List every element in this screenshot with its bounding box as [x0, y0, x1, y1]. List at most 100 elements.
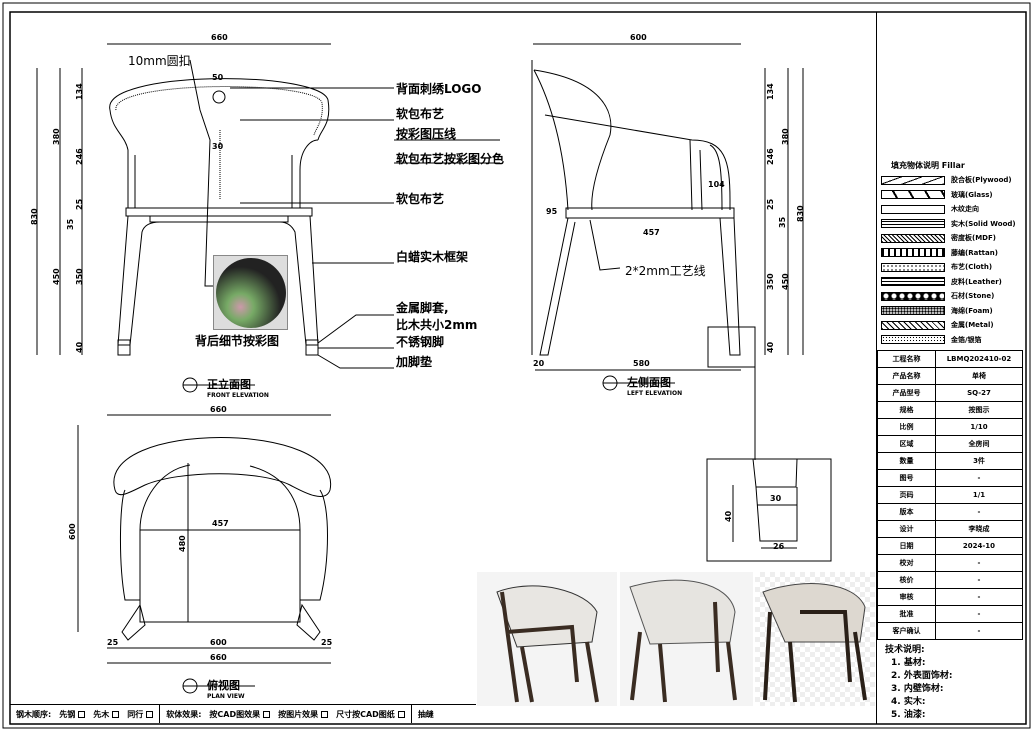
legend-item: 海绵(Foam) — [881, 305, 993, 317]
detail-drawing — [706, 458, 832, 562]
info-row: 版本- — [877, 503, 1023, 521]
tech-notes-title: 技术说明: — [885, 645, 925, 655]
legend-item: 密度板(MDF) — [881, 232, 996, 244]
dim-plan-inner: 457 — [212, 519, 229, 528]
checkbox-icon — [112, 710, 120, 718]
dim-plan-left: 25 — [107, 638, 119, 647]
info-value: - — [935, 605, 1023, 623]
hatch-swatch-icon — [881, 320, 945, 330]
info-key: 产品名称 — [877, 367, 936, 385]
tech-note-item: 3. 内壁饰材: — [891, 684, 944, 694]
dim-seam: 30 — [212, 142, 224, 151]
tech-note-item: 2. 外表面饰材: — [891, 671, 953, 681]
info-row: 图号- — [877, 469, 1023, 487]
dim-front-foot: 40 — [75, 341, 84, 353]
legend-label: 实木(Solid Wood) — [951, 219, 1016, 228]
dim-side-leg: 350 — [766, 273, 775, 290]
annotation-fabric: 软包布艺 — [396, 107, 445, 121]
annotation-fabric-seat: 软包布艺 — [396, 192, 445, 206]
hatch-swatch-icon — [881, 175, 945, 185]
legend-title: 填充物体说明 Fillar — [891, 161, 965, 170]
info-row: 规格按图示 — [877, 401, 1023, 419]
chair-photo-1 — [477, 572, 617, 706]
dim-side-seat-h: 450 — [781, 273, 790, 290]
annotation-frame: 白蜡实木框架 — [396, 250, 469, 264]
dim-detail-bottom: 26 — [773, 542, 785, 551]
info-key: 数量 — [877, 452, 936, 470]
chair-photo-3 — [755, 572, 875, 706]
legend-label: 布艺(Cloth) — [951, 263, 993, 271]
hatch-swatch-icon — [881, 277, 945, 286]
option-steel-first[interactable]: 先钢 — [59, 709, 86, 720]
dim-plan-top-width: 660 — [210, 405, 227, 414]
info-row: 设计李晓成 — [877, 520, 1023, 538]
hatch-swatch-icon — [881, 306, 945, 315]
hatch-swatch-icon — [881, 233, 945, 243]
option-wood-first[interactable]: 先木 — [93, 709, 120, 720]
info-value: 单椅 — [935, 367, 1023, 385]
extra-option: 抽缝 — [417, 709, 434, 719]
info-key: 校对 — [877, 554, 936, 572]
info-value: 李晓成 — [935, 520, 1023, 538]
info-key: 版本 — [877, 503, 936, 521]
option-same-time[interactable]: 同行 — [127, 709, 154, 720]
option-cad-size[interactable]: 尺寸按CAD图纸 — [336, 709, 405, 720]
info-value: 1/10 — [935, 418, 1023, 436]
info-key: 客户确认 — [877, 622, 936, 640]
annotation-steel-foot: 不锈钢脚 — [396, 335, 445, 349]
dim-side-total: 830 — [796, 205, 805, 222]
legend-label: 胶合板(Plywood) — [951, 176, 1012, 184]
info-key: 核价 — [877, 571, 936, 589]
hatch-swatch-icon — [881, 248, 945, 257]
annotation-logo: 背面刺绣LOGO — [396, 82, 482, 96]
checkbox-icon — [78, 710, 86, 718]
info-value: 3件 — [935, 452, 1023, 470]
dim-side-back: 380 — [781, 128, 790, 145]
info-key: 工程名称 — [877, 350, 936, 368]
legend-item: 实木(Solid Wood) — [881, 218, 1016, 230]
legend-label: 玻璃(Glass) — [951, 190, 993, 199]
steel-wood-order-group: 钢木顺序: 先钢 先木 同行 — [10, 705, 161, 723]
checkbox-icon — [263, 710, 271, 718]
upholstery-group: 软体效果: 按CAD图效果 按图片效果 尺寸按CAD图纸 — [160, 705, 412, 723]
info-value: 2024-10 — [935, 537, 1023, 555]
info-value: - — [935, 554, 1023, 572]
annotation-craft-line: 2*2mm工艺线 — [625, 264, 706, 278]
checkbox-icon — [321, 710, 329, 718]
option-photo-effect[interactable]: 按图片效果 — [278, 709, 329, 720]
hatch-swatch-icon — [881, 204, 945, 214]
front-elevation-drawing — [36, 43, 500, 393]
tech-notes: 技术说明: 1. 基材:2. 外表面饰材:3. 内壁饰材:4. 实木:5. 油漆… — [885, 644, 952, 722]
legend-item: 玻璃(Glass) — [881, 189, 993, 201]
dim-front-b: 35 — [66, 218, 75, 230]
tech-note-item: 1. 基材: — [891, 658, 926, 668]
option-cad-effect[interactable]: 按CAD图效果 — [209, 709, 271, 720]
info-value: LBMQ202410-02 — [935, 350, 1023, 368]
checkbox-icon — [146, 710, 154, 718]
dim-side-b: 35 — [778, 216, 787, 228]
legend-label: 金属(Metal) — [951, 321, 994, 329]
info-value: SQ-27 — [935, 384, 1023, 402]
dim-side-foot: 40 — [766, 341, 775, 353]
info-key: 产品型号 — [877, 384, 936, 402]
info-row: 客户确认- — [877, 622, 1023, 640]
dim-side-mid: 246 — [766, 148, 775, 165]
legend-item: 胶合板(Plywood) — [881, 174, 1012, 186]
legend-label: 海绵(Foam) — [951, 306, 993, 315]
title-block: 填充物体说明 Fillar 胶合板(Plywood)玻璃(Glass)木纹走向实… — [876, 12, 1026, 724]
hatch-swatch-icon — [881, 291, 945, 301]
legend-item: 金箔/银箔 — [881, 334, 982, 346]
upholstery-label: 软体效果: — [166, 709, 202, 719]
info-key: 规格 — [877, 401, 936, 419]
legend-item: 金属(Metal) — [881, 319, 994, 331]
